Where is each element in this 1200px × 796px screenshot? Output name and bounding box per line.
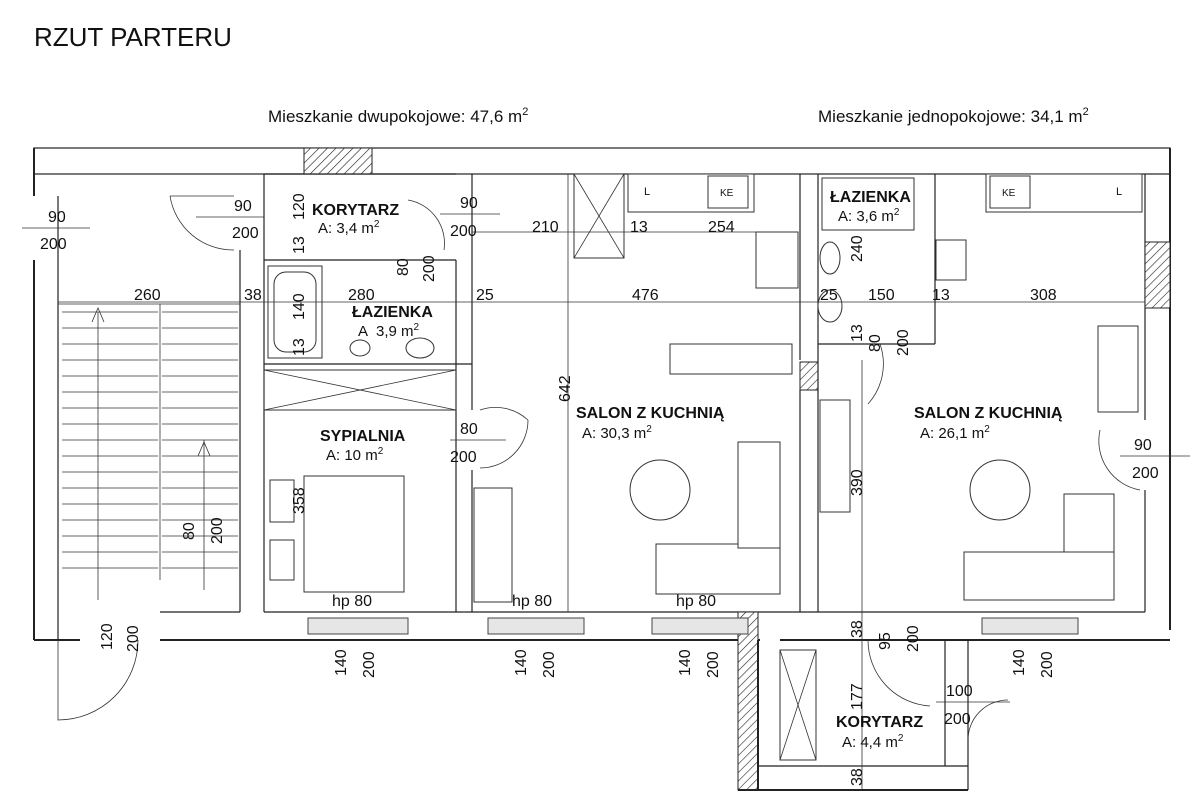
svg-text:200: 200 [1039, 651, 1056, 678]
svg-text:150: 150 [868, 287, 895, 304]
svg-text:13: 13 [291, 338, 308, 356]
stair-treads-left [62, 311, 158, 569]
staircase [58, 303, 240, 580]
room-area-lazienka-2: A: 3,6 m2 [838, 207, 900, 225]
svg-text:25: 25 [820, 287, 838, 304]
svg-text:90: 90 [48, 209, 66, 226]
furniture [263, 173, 1143, 761]
chimney-hatch [303, 147, 373, 175]
svg-text:140: 140 [291, 293, 308, 320]
svg-text:390: 390 [849, 469, 866, 496]
svg-text:200: 200 [905, 625, 922, 652]
svg-text:120: 120 [99, 623, 116, 650]
svg-text:200: 200 [125, 625, 142, 652]
room-name-korytarz: KORYTARZ [312, 202, 399, 219]
svg-text:200: 200 [40, 236, 67, 253]
svg-text:90: 90 [460, 195, 478, 212]
svg-text:95: 95 [877, 632, 894, 650]
svg-text:240: 240 [849, 235, 866, 262]
room-name-korytarz-2: KORYTARZ [836, 714, 923, 731]
svg-text:80: 80 [181, 522, 198, 540]
room-area-korytarz-2: A: 4,4 m2 [842, 733, 904, 751]
room-area-salon-1: A: 30,3 m2 [582, 424, 652, 442]
windows [307, 617, 1079, 635]
dimension-lines [58, 174, 1145, 790]
svg-text:200: 200 [541, 651, 558, 678]
svg-text:200: 200 [705, 651, 722, 678]
svg-text:140: 140 [677, 649, 694, 676]
svg-text:200: 200 [450, 223, 477, 240]
svg-text:hp 80: hp 80 [332, 593, 372, 610]
room-name-lazienka-2: ŁAZIENKA [830, 189, 911, 206]
svg-text:200: 200 [895, 329, 912, 356]
stove-label: KE [720, 188, 734, 199]
svg-text:200: 200 [450, 449, 477, 466]
room-name-salon-2: SALON Z KUCHNIĄ [914, 405, 1063, 422]
svg-text:358: 358 [291, 487, 308, 514]
svg-text:hp 80: hp 80 [676, 593, 716, 610]
svg-text:210: 210 [532, 219, 559, 236]
svg-text:38: 38 [849, 620, 866, 638]
room-name-lazienka: ŁAZIENKA [352, 304, 433, 321]
svg-text:200: 200 [944, 711, 971, 728]
sink-label-2: L [1116, 186, 1122, 198]
svg-text:140: 140 [333, 649, 350, 676]
room-name-salon-1: SALON Z KUCHNIĄ [576, 405, 725, 422]
svg-text:25: 25 [476, 287, 494, 304]
stair-arrow-head [91, 306, 105, 323]
stair-treads-right [162, 311, 238, 569]
svg-text:200: 200 [209, 517, 226, 544]
room-area-korytarz: A: 3,4 m2 [318, 219, 380, 237]
svg-text:280: 280 [348, 287, 375, 304]
plan-title: RZUT PARTERU [34, 22, 232, 52]
svg-text:476: 476 [632, 287, 659, 304]
room-area-sypialnia: A: 10 m2 [326, 446, 384, 464]
svg-text:200: 200 [1132, 465, 1159, 482]
svg-text:13: 13 [932, 287, 950, 304]
svg-text:200: 200 [421, 255, 438, 282]
svg-text:13: 13 [630, 219, 648, 236]
svg-text:38: 38 [244, 287, 262, 304]
svg-text:140: 140 [513, 649, 530, 676]
wall-hatch-right [1144, 241, 1171, 309]
svg-text:80: 80 [460, 421, 478, 438]
svg-text:90: 90 [1134, 437, 1152, 454]
svg-text:13: 13 [849, 324, 866, 342]
svg-text:100: 100 [946, 683, 973, 700]
apartment-two-room-label: Mieszkanie dwupokojowe: 47,6 m2 [268, 106, 528, 126]
dimension-labels: 90 200 90 200 90 200 210 13 254 260 38 2… [22, 195, 1190, 728]
svg-text:642: 642 [557, 375, 574, 402]
svg-text:120: 120 [291, 193, 308, 220]
svg-text:177: 177 [849, 683, 866, 710]
sink-label: L [644, 186, 650, 198]
room-name-sypialnia: SYPIALNIA [320, 428, 406, 445]
svg-text:254: 254 [708, 219, 735, 236]
exterior-walls [33, 147, 1171, 791]
svg-text:140: 140 [1011, 649, 1028, 676]
svg-text:90: 90 [234, 198, 252, 215]
svg-text:200: 200 [232, 225, 259, 242]
svg-text:38: 38 [849, 768, 866, 786]
svg-text:200: 200 [361, 651, 378, 678]
svg-text:308: 308 [1030, 287, 1057, 304]
room-area-salon-2: A: 26,1 m2 [920, 424, 990, 442]
wall-hatch-mid [799, 361, 819, 391]
svg-text:hp 80: hp 80 [512, 593, 552, 610]
dimension-labels-vertical: 120 13 80 200 140 13 642 358 80 200 120 … [99, 193, 1056, 786]
svg-text:13: 13 [291, 236, 308, 254]
apartment-one-room-label: Mieszkanie jednopokojowe: 34,1 m2 [818, 106, 1089, 126]
svg-text:260: 260 [134, 287, 161, 304]
door-swings [57, 195, 1141, 741]
svg-text:80: 80 [395, 258, 412, 276]
stove-label-2: KE [1002, 188, 1016, 199]
svg-text:80: 80 [867, 334, 884, 352]
